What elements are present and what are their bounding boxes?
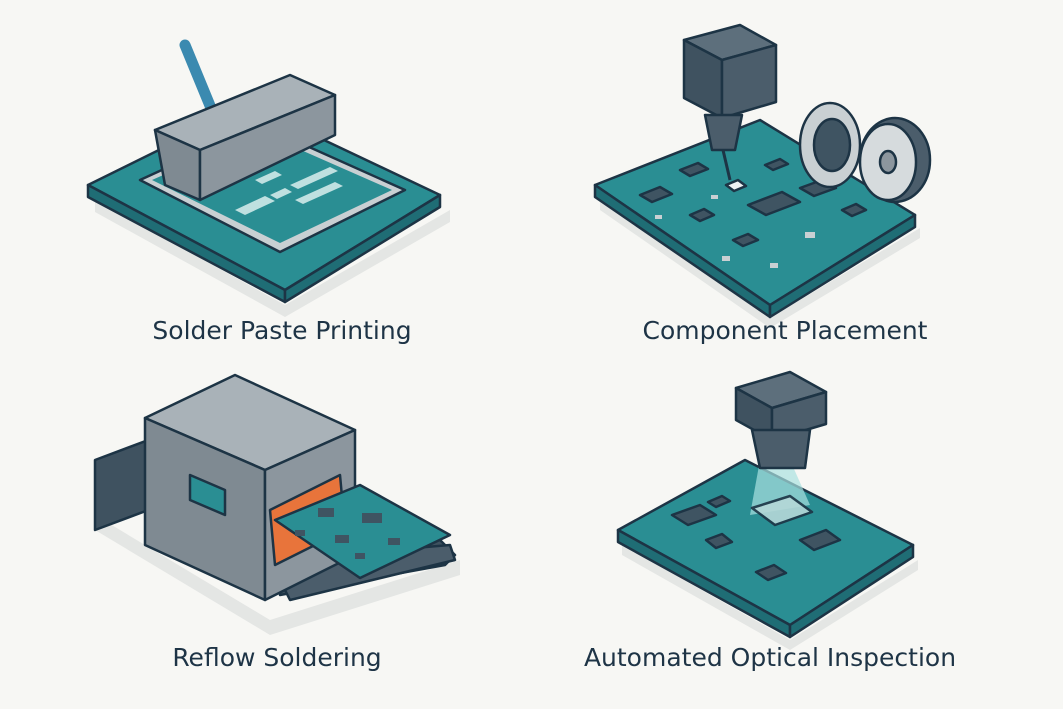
component-placement-illustration bbox=[593, 23, 932, 328]
component-reels bbox=[798, 101, 932, 204]
label-reflow-soldering: Reflow Soldering bbox=[172, 643, 381, 672]
reflow-soldering-illustration bbox=[93, 373, 460, 635]
label-solder-paste-printing: Solder Paste Printing bbox=[152, 316, 411, 345]
solder-paste-printing-illustration bbox=[86, 39, 450, 317]
label-automated-optical-inspection: Automated Optical Inspection bbox=[584, 643, 956, 672]
aoi-illustration bbox=[616, 370, 918, 650]
label-component-placement: Component Placement bbox=[643, 316, 928, 345]
